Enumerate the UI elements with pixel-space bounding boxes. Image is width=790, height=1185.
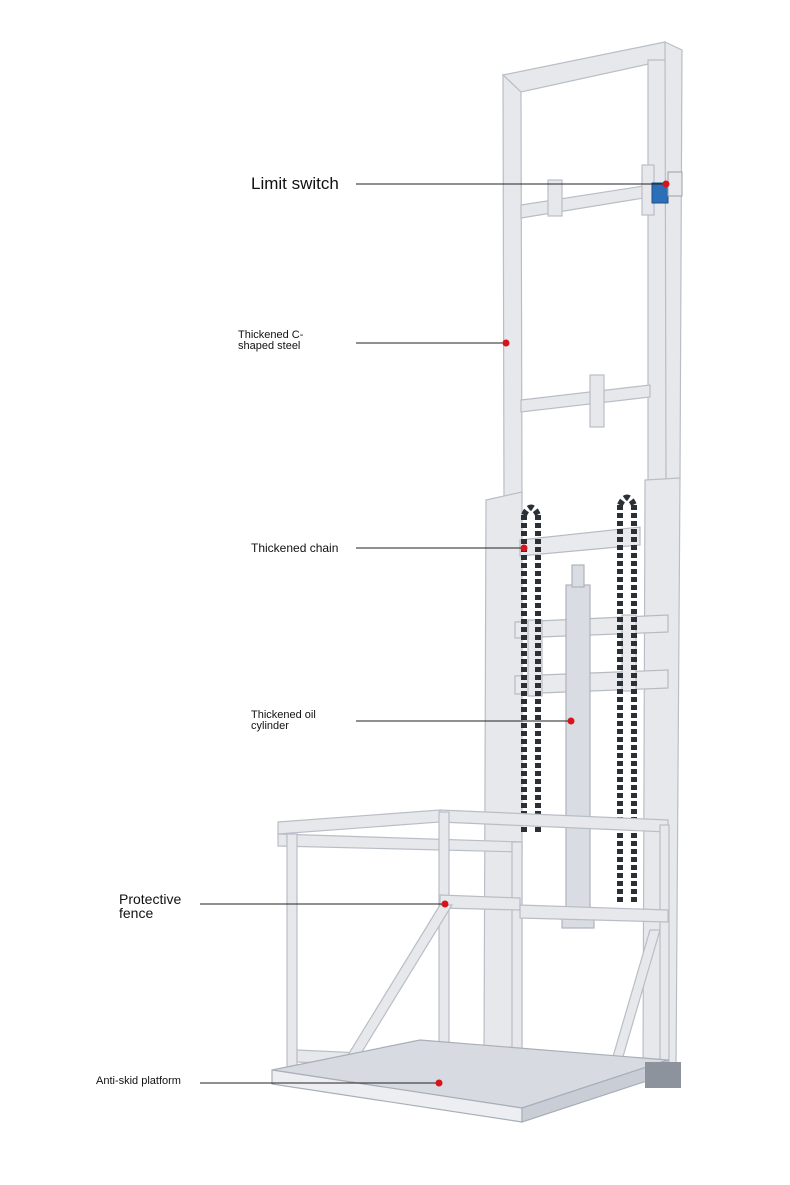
label-chain: Thickened chain [251,541,339,555]
label-fence: Protective fence [119,891,182,921]
mast-frame [483,41,683,1071]
label-oil-cylinder: Thickened oil cylinder [251,709,316,732]
dot-platform [435,1079,443,1087]
leader-lines [200,183,666,1084]
limit-switch-device [651,171,683,204]
label-limit-switch: Limit switch [251,174,339,193]
dot-limit-switch [662,180,670,188]
dot-c-steel [502,339,510,347]
callout-dots [435,180,670,1087]
label-c-steel: Thickened C- shaped steel [238,329,304,352]
label-platform: Anti-skid platform [96,1075,181,1087]
oil-cylinder [561,564,595,929]
carriage [514,526,669,697]
chains [521,494,637,905]
dot-fence [441,900,449,908]
dot-oil-cylinder [567,717,575,725]
dot-chain [520,544,528,552]
